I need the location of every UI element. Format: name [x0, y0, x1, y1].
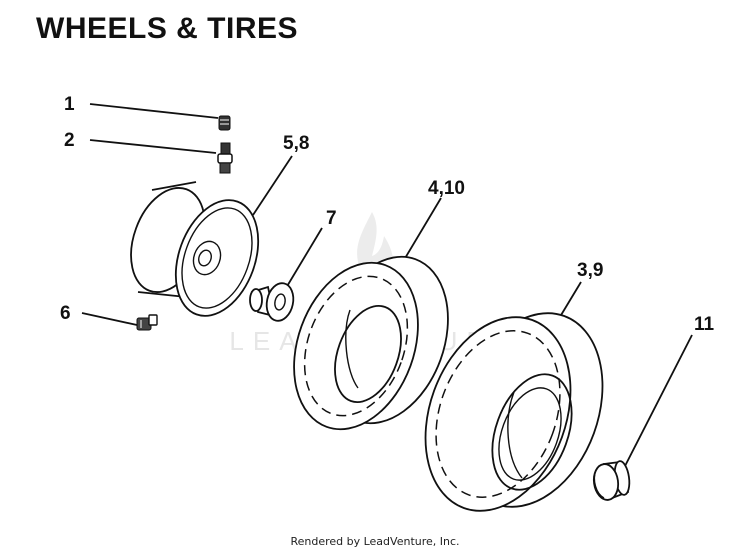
- callout-6: 6: [60, 303, 71, 324]
- callout-5-8: 5,8: [283, 133, 309, 154]
- leader-line-5-8: [252, 155, 293, 216]
- callout-4-10: 4,10: [428, 178, 465, 199]
- callout-7: 7: [326, 208, 337, 229]
- leader-line-7: [285, 227, 323, 289]
- page-title: WHEELS & TIRES: [36, 12, 299, 45]
- callout-11: 11: [694, 314, 715, 335]
- valve-stem-part: [89, 139, 233, 174]
- callout-1: 1: [64, 94, 75, 115]
- rear-tire-part: [424, 281, 604, 512]
- callout-2: 2: [64, 130, 75, 151]
- callout-3-9: 3,9: [577, 260, 603, 281]
- hub-cap-part: [592, 334, 693, 501]
- front-tire-part: [293, 197, 449, 431]
- footer-credit: Rendered by LeadVenture, Inc.: [290, 535, 460, 548]
- bushing-part: [249, 227, 323, 322]
- leader-line-11: [623, 334, 693, 469]
- leader-line-2: [89, 139, 217, 154]
- valve-cap-part: [89, 103, 231, 131]
- leader-line-1: [89, 103, 219, 119]
- grease-fitting-part: [81, 312, 158, 331]
- leader-line-6: [81, 312, 138, 326]
- wheel-rim-part: [130, 155, 293, 317]
